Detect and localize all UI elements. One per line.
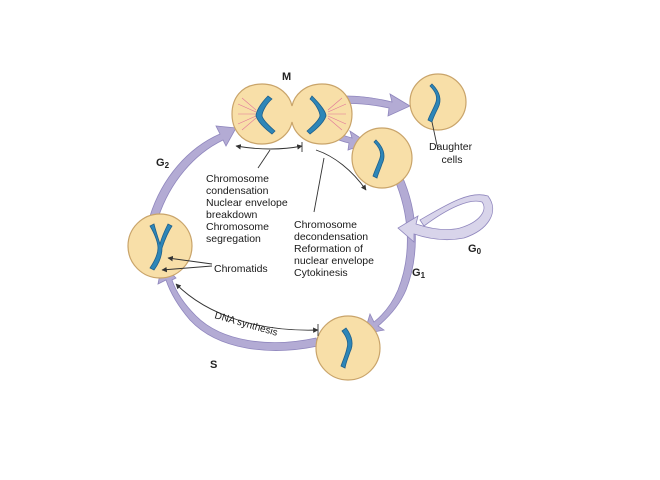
phase-label-m: M <box>282 71 291 83</box>
arrow-g2 <box>149 125 237 219</box>
telophase-events-label: Chromosome decondensation Reformation of… <box>294 219 377 279</box>
daughter-cell-lower <box>351 127 413 189</box>
daughter-cells-label: Daughter cells <box>429 141 475 166</box>
event-arrows <box>161 121 439 336</box>
arrow-g0 <box>397 194 493 243</box>
phase-label-g1: G1 <box>412 267 426 280</box>
phase-label-g0: G0 <box>468 243 482 256</box>
phase-label-g2: G2 <box>156 157 170 170</box>
phase-label-s: S <box>210 359 217 371</box>
s-cell <box>315 315 381 381</box>
daughter-cell-upper <box>409 73 467 131</box>
spindle-fibers <box>237 97 347 131</box>
chromatids-label: Chromatids <box>214 263 268 275</box>
mitosis-events-label: Chromosome condensation Nuclear envelope… <box>206 173 291 245</box>
g2-cell <box>127 213 193 279</box>
mitotic-cell <box>231 83 353 145</box>
